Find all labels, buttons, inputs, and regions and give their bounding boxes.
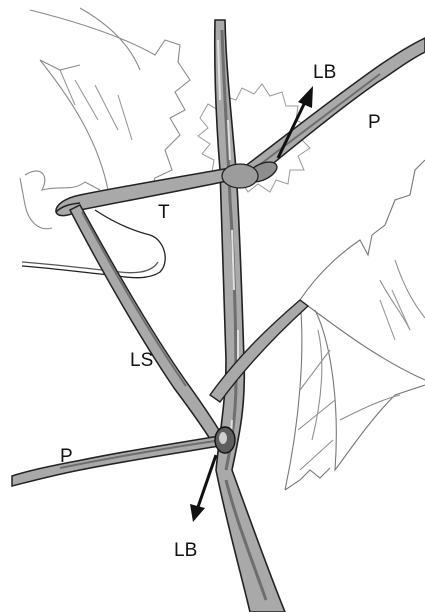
arrow-lb-bottom [190, 455, 216, 522]
petiole-right-top [240, 38, 425, 182]
lower-node-bud [215, 427, 235, 453]
label-t-tendril: T [158, 202, 170, 223]
main-stem [215, 20, 285, 612]
lateral-shoot [70, 205, 222, 442]
label-lb-top: LB [313, 62, 336, 83]
label-p-right: P [368, 112, 381, 133]
right-large-leaf [285, 160, 425, 490]
petiole-left-bottom [12, 435, 225, 486]
label-lb-bottom: LB [174, 540, 197, 561]
label-ls-lateral: LS [130, 350, 153, 371]
label-p-left: P [60, 446, 73, 467]
